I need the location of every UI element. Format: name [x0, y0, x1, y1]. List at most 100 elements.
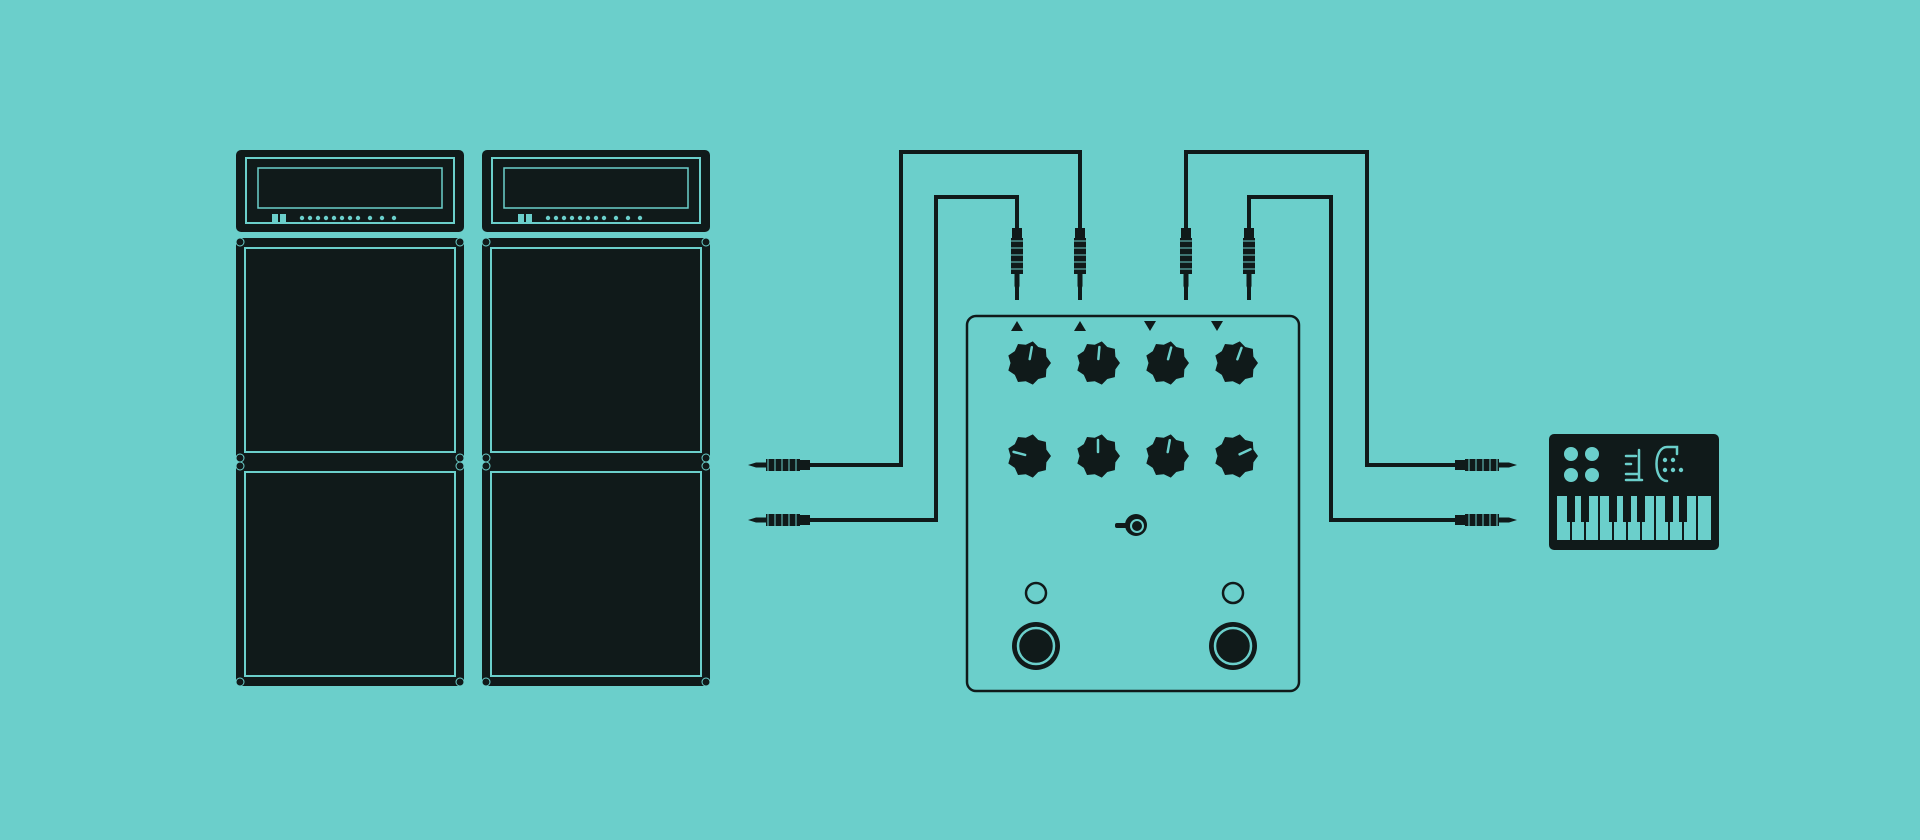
amp-head-knob-dot [391, 215, 397, 221]
plug-sleeve [1499, 517, 1509, 523]
plug-collar [1244, 228, 1254, 238]
cabinet-shell [236, 462, 464, 686]
plug-grip [1074, 238, 1086, 274]
triangle-down-icon [1144, 321, 1156, 331]
toggle-switch[interactable] [1115, 514, 1147, 536]
cabinet-corner [235, 677, 245, 687]
synth-black-key [1623, 496, 1631, 522]
knob-pointer [1012, 450, 1027, 457]
synth-pad [1585, 447, 1599, 461]
knob [1077, 341, 1120, 385]
cabinet-corner [455, 461, 465, 471]
synth-patch-lines [1624, 448, 1644, 482]
triangle-up-icon [1074, 321, 1086, 331]
plug-sleeve [1246, 274, 1252, 286]
cabinet-corner [701, 677, 711, 687]
knob-pointer [1166, 438, 1172, 454]
plug-collar [1455, 515, 1465, 525]
jack-plug-icon [1180, 228, 1192, 294]
synth-black-key [1665, 496, 1673, 522]
speaker-cabinet-icon [235, 237, 465, 463]
plug-grip [1465, 459, 1499, 471]
plug-collar [800, 460, 810, 470]
cabinet-corner [235, 461, 245, 471]
plug-grip [1180, 238, 1192, 274]
synth-dot [1662, 457, 1668, 463]
jack-plug-icon [1243, 228, 1255, 294]
effects-pedal-icon [965, 314, 1301, 693]
speaker-cabinet-icon [481, 237, 711, 463]
plug-collar [1075, 228, 1085, 238]
amp-head-knob-dot [355, 215, 361, 221]
cabinet-grille [244, 471, 456, 677]
knob-body [1008, 434, 1051, 478]
amp-head-knob-dot [347, 215, 353, 221]
amp-head-knob-dot [307, 215, 313, 221]
amp-head-knob-dot [545, 215, 551, 221]
footswitch-cap [1025, 635, 1047, 657]
amp-head-knob-dot [577, 215, 583, 221]
speaker-cabinet-icon [235, 461, 465, 687]
plug-sleeve [756, 517, 766, 523]
jack-plug-icon [1455, 459, 1517, 471]
amp-head-knob-dot [569, 215, 575, 221]
jack-markers [1011, 321, 1223, 331]
synth-black-key [1609, 496, 1617, 522]
amp-head-knob-dot [379, 215, 385, 221]
plug-grip [766, 514, 800, 526]
amp-head-switch [526, 214, 532, 222]
jack-plug-icon [748, 514, 810, 526]
plug-grip [1465, 514, 1499, 526]
knob-pointer [1236, 346, 1243, 361]
knob-pointer [1028, 345, 1034, 361]
cabinet-grille [244, 247, 456, 453]
synthesizer-icon [1549, 434, 1719, 550]
cabinet-shell [482, 238, 710, 462]
plug-sleeve [756, 462, 766, 468]
synth-pad [1564, 468, 1578, 482]
cabinet-corner [481, 677, 491, 687]
jack-plugs [748, 228, 1517, 526]
synth-pad [1585, 468, 1599, 482]
amp-head-switch [518, 214, 524, 222]
footswitch-right[interactable] [1209, 622, 1257, 670]
amp-head-icon [236, 150, 464, 232]
cable [1184, 150, 1455, 467]
cabinet-corner [455, 453, 465, 463]
amp-head-knob-dot [593, 215, 599, 221]
plug-grip [1243, 238, 1255, 274]
amp-head-knob-dot [613, 215, 619, 221]
knob-body [1008, 341, 1051, 385]
amp-head-frame [245, 157, 455, 224]
knob [1008, 341, 1051, 385]
plug-tip [1246, 286, 1252, 294]
synth-dot [1662, 467, 1668, 473]
knob [1008, 434, 1051, 478]
amp-head-knob-dot [367, 215, 373, 221]
knob-body [1077, 434, 1120, 478]
knob-body [1215, 434, 1258, 478]
cabinet-corner [481, 237, 491, 247]
synth-pad [1564, 447, 1578, 461]
footswitch-left[interactable] [1012, 622, 1060, 670]
plug-tip [1183, 286, 1189, 294]
amp-head-knob-dot [561, 215, 567, 221]
plug-tip [1014, 286, 1020, 294]
cabinet-corner [701, 453, 711, 463]
cabinet-corner [701, 237, 711, 247]
plug-tip [1509, 517, 1517, 523]
knob-body [1215, 341, 1258, 385]
amp-head-switch [280, 214, 286, 222]
knob [1077, 434, 1120, 478]
synth-black-key [1637, 496, 1645, 522]
cabinet-grille [490, 471, 702, 677]
plug-grip [1011, 238, 1023, 274]
plug-sleeve [1183, 274, 1189, 286]
knobs [1008, 341, 1258, 478]
plug-tip [1509, 462, 1517, 468]
knob-body [1146, 434, 1189, 478]
knob-pointer [1166, 346, 1173, 361]
triangle-down-icon [1211, 321, 1223, 331]
amp-head-knob-dot [553, 215, 559, 221]
